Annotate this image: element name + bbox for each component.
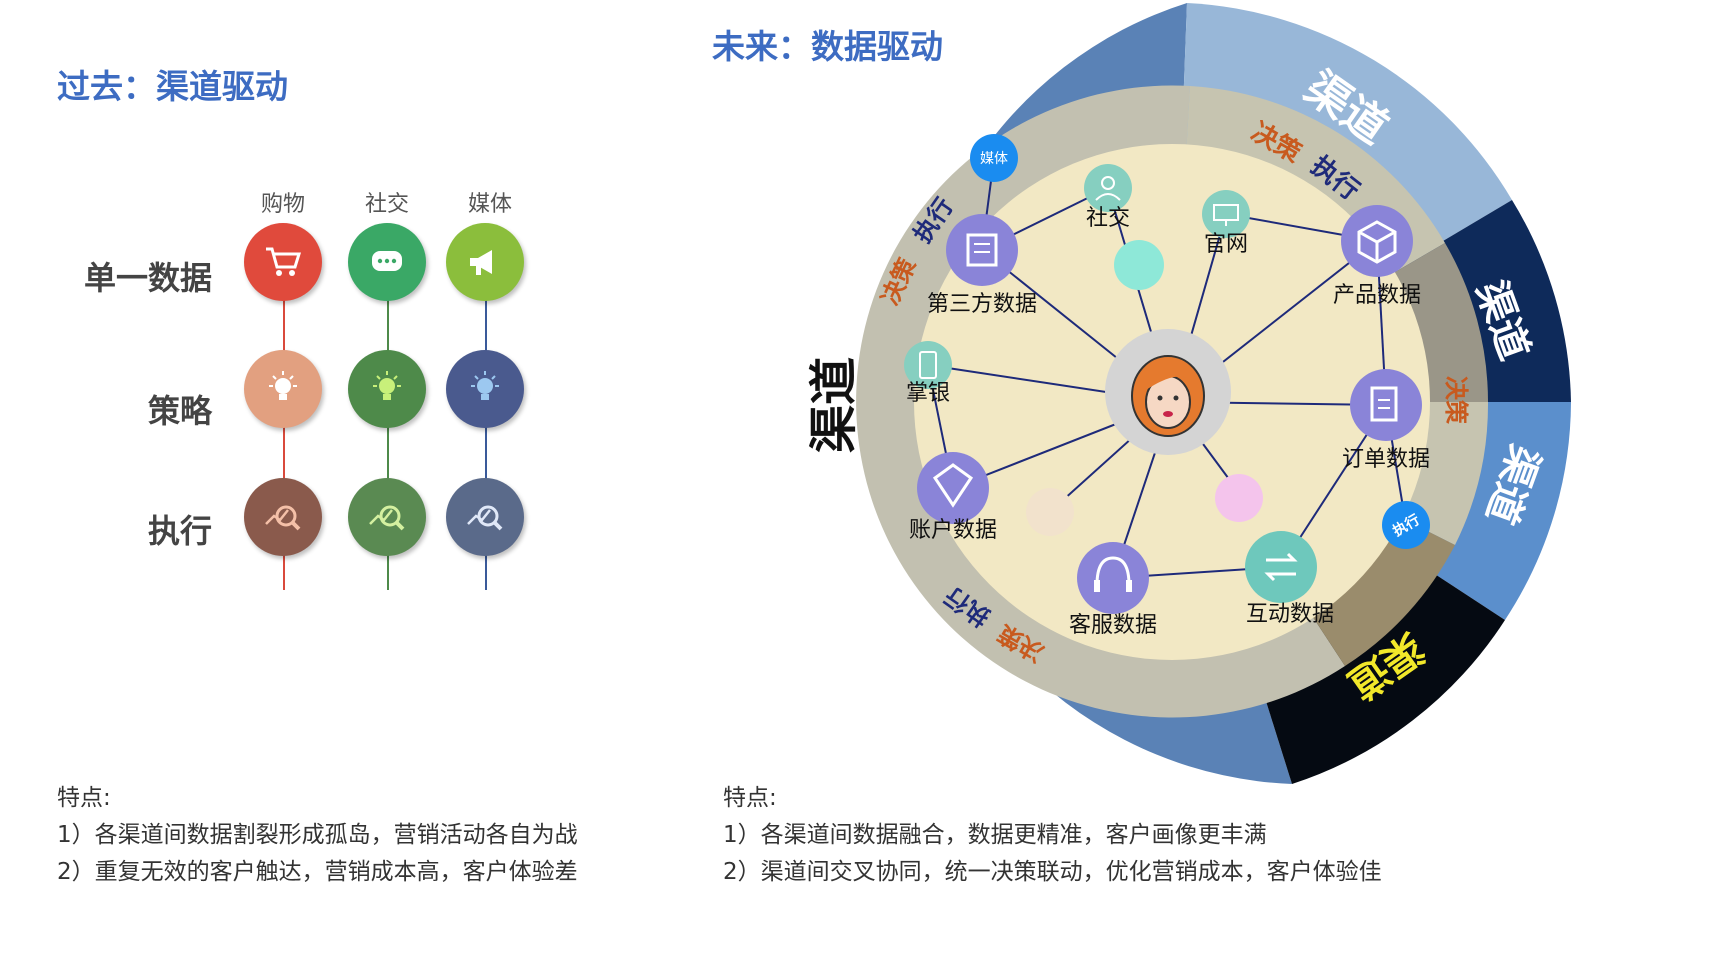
left-notes-line-2: 2）重复无效的客户触达，营销成本高，客户体验差 (57, 859, 578, 885)
analytics-icon (446, 478, 524, 556)
chat-icon (348, 223, 426, 301)
right-notes-line-2: 2）渠道间交叉协同，统一决策联动，优化营销成本，客户体验佳 (723, 859, 1382, 885)
left-notes: 特点: 1）各渠道间数据割裂形成孤岛，营销活动各自为战 2）重复无效的客户触达，… (57, 780, 578, 891)
node-label-interaction: 互动数据 (1246, 602, 1334, 627)
woman-avatar-icon (1131, 355, 1205, 437)
connector-line-social (387, 290, 389, 590)
column-label-social: 社交 (364, 192, 409, 217)
column-label-shopping: 购物 (260, 192, 305, 217)
megaphone-icon (446, 223, 524, 301)
node-label-product: 产品数据 (1333, 283, 1421, 308)
order-node-icon (1350, 369, 1422, 441)
media-badge-label: 媒体 (980, 151, 1008, 167)
execute-badge (1382, 501, 1430, 549)
node-label-wallet: 掌银 (906, 381, 950, 406)
right-notes-line-1: 1）各渠道间数据融合，数据更精准，客户画像更丰满 (723, 822, 1267, 848)
account-node-icon (917, 452, 989, 524)
ring-label-decision-right: 决策 (1442, 376, 1470, 425)
lightbulb-icon (446, 350, 524, 428)
right-title: 未来：数据驱动 (712, 27, 943, 66)
lightbulb-icon (244, 350, 322, 428)
row-label-strategy: 策略 (147, 392, 212, 430)
media-badge (970, 134, 1018, 182)
website-node-icon (1202, 190, 1250, 238)
node-label-third-party: 第三方数据 (927, 292, 1037, 317)
cart-icon (244, 223, 322, 301)
node-label-service: 客服数据 (1069, 613, 1157, 638)
third-party-node-icon (946, 214, 1018, 286)
decor-circle-pink (1215, 474, 1263, 522)
analytics-icon (348, 478, 426, 556)
node-label-account: 账户数据 (909, 518, 997, 543)
wallet-node-icon (904, 341, 952, 389)
service-node-icon (1077, 542, 1149, 614)
lightbulb-icon (348, 350, 426, 428)
interaction-node-icon (1245, 531, 1317, 603)
right-notes: 特点: 1）各渠道间数据融合，数据更精准，客户画像更丰满 2）渠道间交叉协同，统… (723, 780, 1382, 891)
node-label-social: 社交 (1086, 206, 1130, 231)
decor-circle-peach (1026, 488, 1074, 536)
connector-line-shopping (283, 290, 285, 590)
column-label-media: 媒体 (467, 192, 512, 217)
node-label-order: 订单数据 (1342, 447, 1430, 472)
left-notes-line-1: 1）各渠道间数据割裂形成孤岛，营销活动各自为战 (57, 822, 578, 848)
left-notes-heading: 特点: (57, 785, 111, 811)
ring-label-channel-left: 渠道 (806, 357, 862, 453)
right-notes-heading: 特点: (723, 785, 777, 811)
connector-line-media (485, 290, 487, 590)
node-label-website: 官网 (1204, 232, 1248, 257)
left-title: 过去：渠道驱动 (57, 67, 288, 106)
analytics-icon (244, 478, 322, 556)
row-label-execute: 执行 (147, 512, 212, 550)
row-label-single-data: 单一数据 (83, 259, 212, 297)
decor-circle-teal (1114, 240, 1164, 290)
